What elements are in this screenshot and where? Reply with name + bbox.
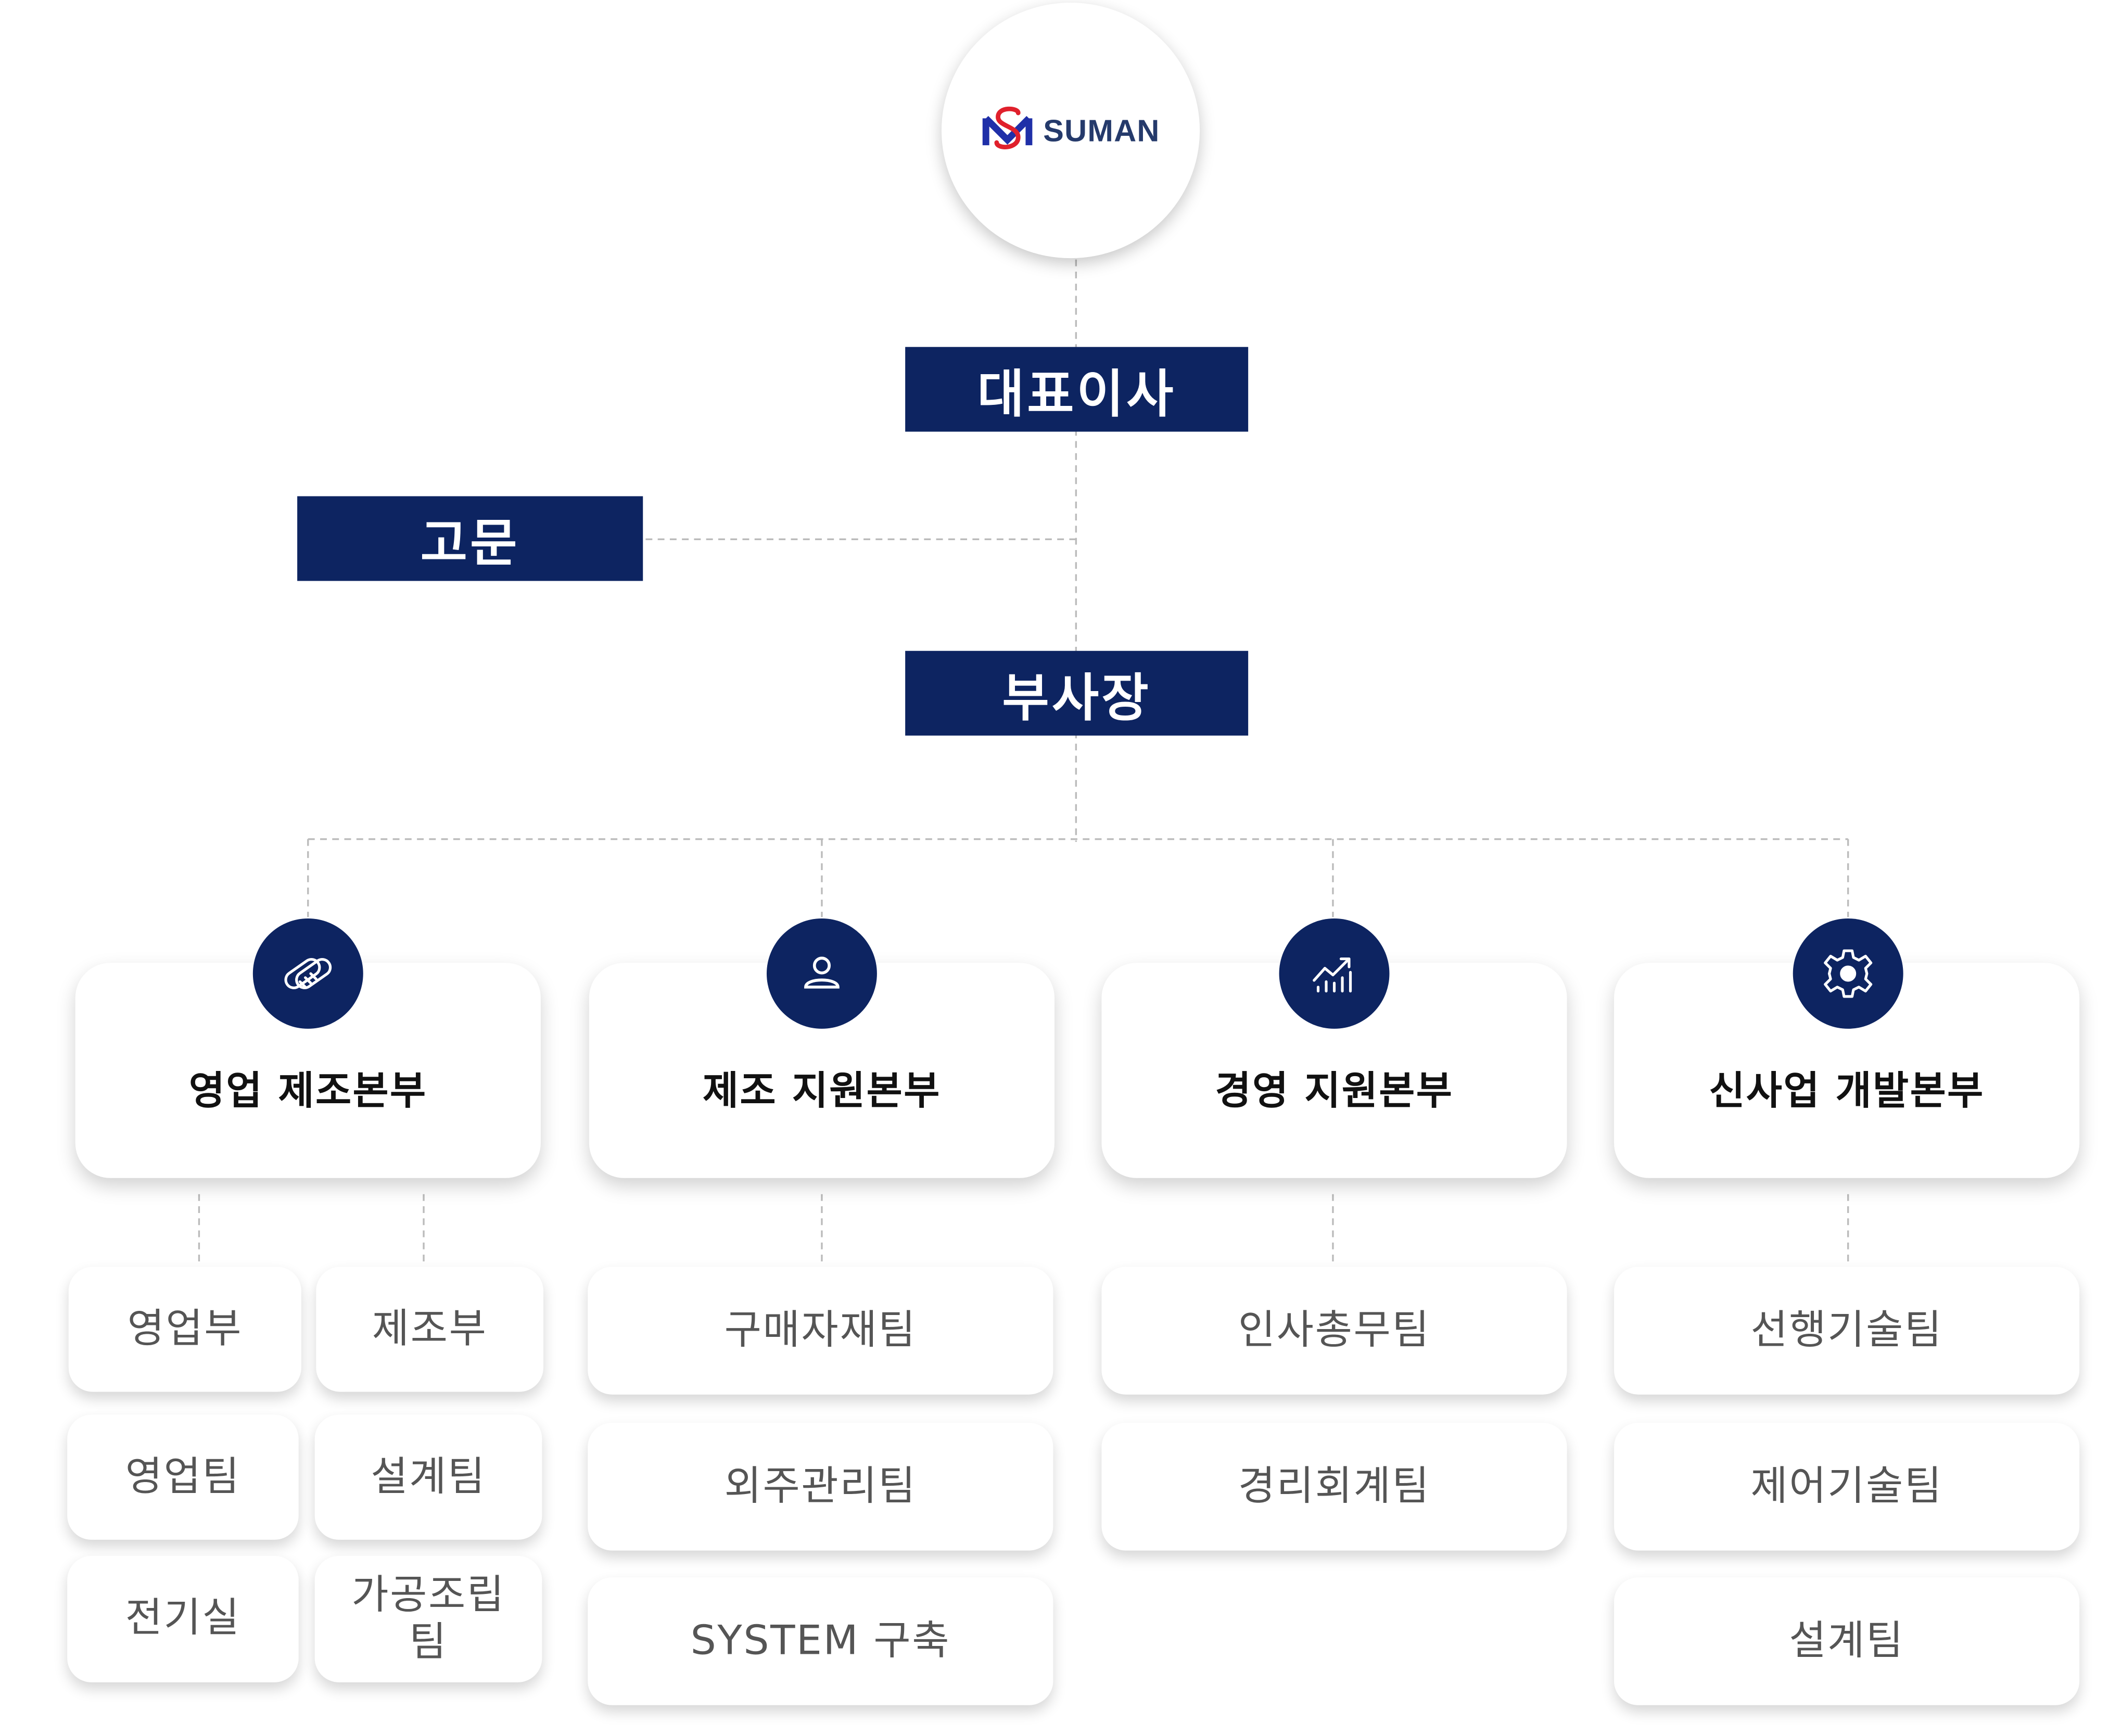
- team-card: 경리회계팀: [1101, 1423, 1567, 1551]
- division-title: 경영 지원본부: [1215, 1067, 1454, 1114]
- handshake-icon: [284, 958, 332, 989]
- team-card: 영업팀: [67, 1414, 299, 1540]
- team-card: 제조부: [316, 1267, 544, 1392]
- team-card: 제어기술팀: [1614, 1423, 2080, 1551]
- division-icon-badge: [1793, 918, 1903, 1029]
- division-icon-badge: [766, 918, 877, 1029]
- team-card: 가공조립 팀: [314, 1555, 542, 1682]
- team-card: 선행기술팀: [1614, 1267, 2080, 1395]
- company-logo-circle: SUMAN: [941, 3, 1200, 259]
- team-card: 설계팀: [1614, 1577, 2080, 1705]
- suman-logo-icon: [982, 106, 1032, 149]
- team-card: 전기실: [67, 1555, 299, 1682]
- division-icon-badge: [1279, 918, 1390, 1029]
- vice-president-box: 부사장: [905, 650, 1249, 736]
- team-card: SYSTEM 구축: [588, 1577, 1053, 1705]
- team-card: 설계팀: [314, 1414, 542, 1540]
- user-icon: [804, 956, 840, 989]
- gear-icon: [1824, 949, 1873, 998]
- division-title: 신사업 개발본부: [1709, 1067, 1985, 1114]
- ceo-box: 대표이사: [905, 347, 1249, 432]
- division-title: 제조 지원본부: [703, 1067, 941, 1114]
- division-title: 영업 제조본부: [188, 1067, 427, 1114]
- division-icon-badge: [252, 918, 363, 1029]
- company-logo-text: SUMAN: [1043, 112, 1160, 147]
- chart-growth-icon: [1313, 957, 1352, 993]
- team-card: 인사총무팀: [1101, 1267, 1567, 1395]
- team-card: 외주관리팀: [588, 1423, 1053, 1551]
- team-card: 구매자재팀: [588, 1267, 1053, 1395]
- team-card: 영업부: [68, 1267, 301, 1392]
- advisor-box: 고문: [297, 496, 643, 581]
